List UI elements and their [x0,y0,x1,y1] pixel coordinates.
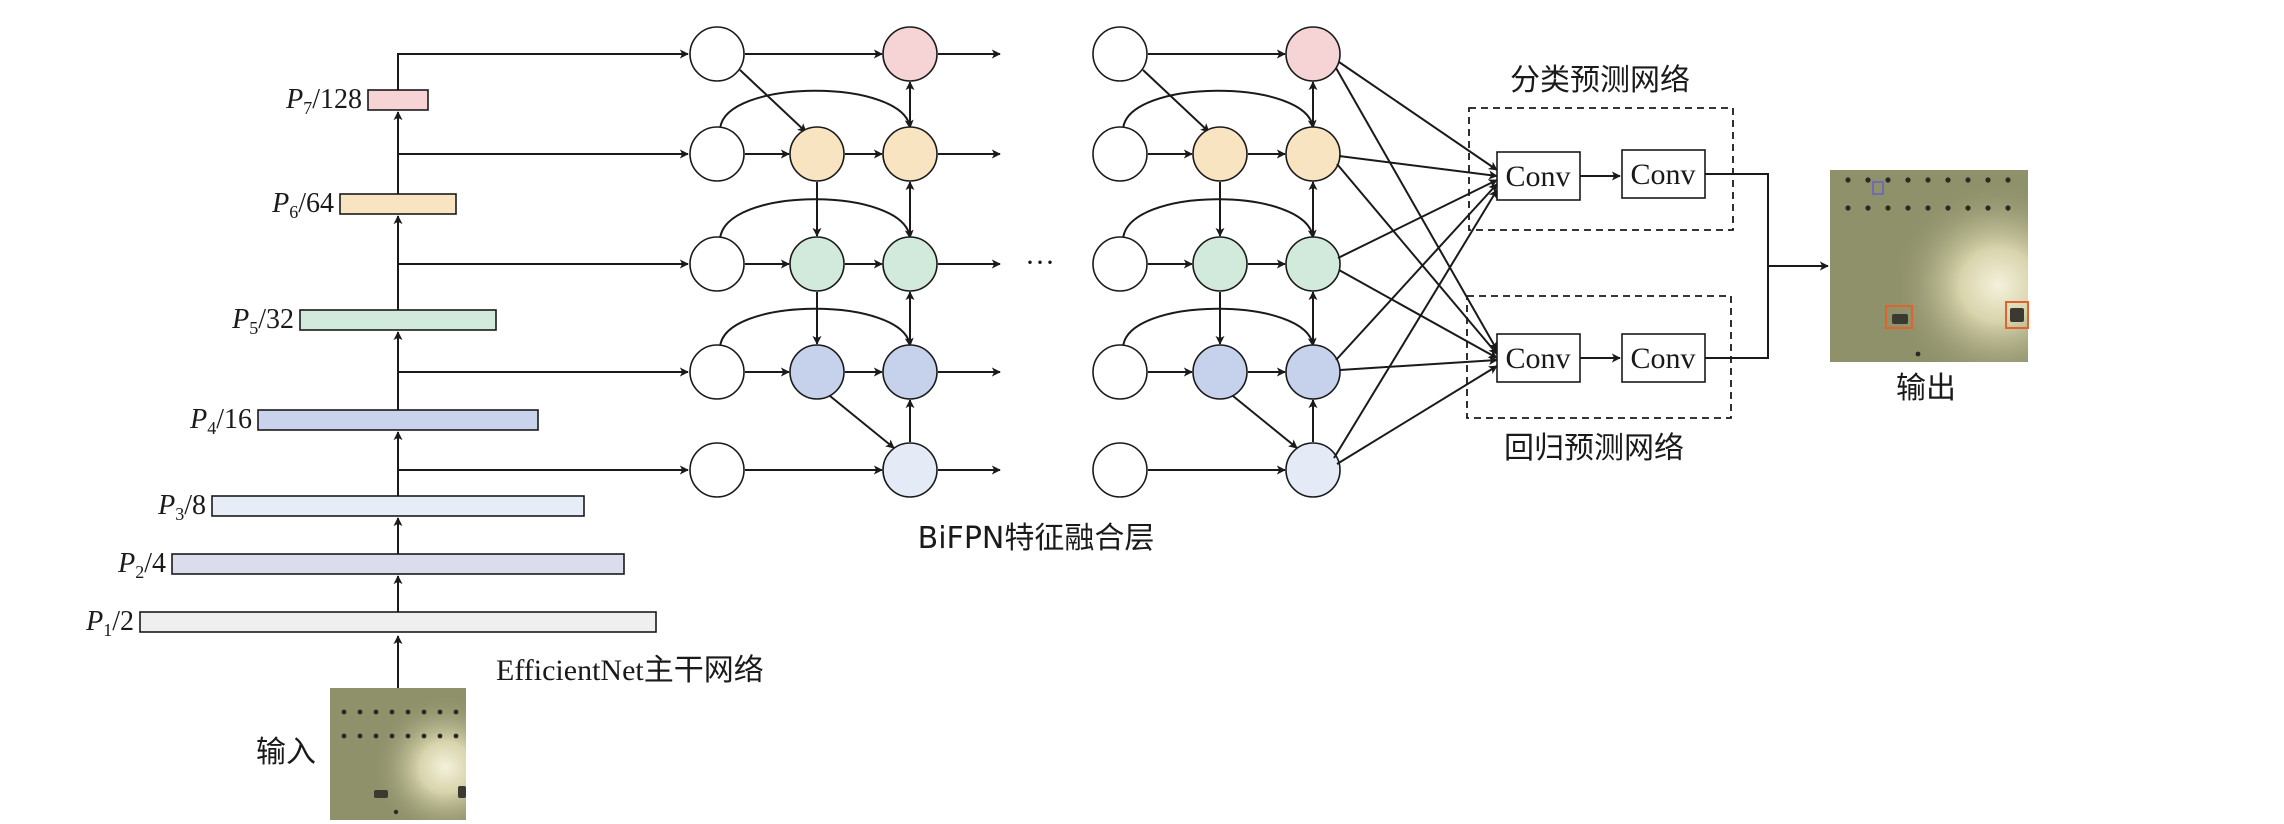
cls-to-merge [1705,173,1769,266]
trunk-to-p7-route [397,49,689,90]
reg-head-title: 回归预测网络 [1504,431,1684,466]
fan-p7-cls [1338,61,1498,171]
p6-bar [339,193,457,215]
cls-conv-1-label: Conv [1505,160,1570,193]
fan-p6-reg [1336,163,1498,355]
p2-bar [171,553,625,575]
p6-label: P6/64 [271,188,334,222]
fan-p5-reg [1338,269,1498,359]
p5-bar [299,309,497,331]
classification-head: 分类预测网络 Conv Conv [1468,63,1734,231]
b1-output-node-p6 [882,126,938,182]
b2-mid-node-p5 [1192,236,1248,292]
cls-head-title: 分类预测网络 [1510,63,1690,98]
cls-conv-2-label: Conv [1630,158,1695,191]
b2-input-node-p4 [1092,344,1148,400]
regression-head: 回归预测网络 Conv Conv [1466,295,1732,466]
p7-bar [367,89,429,111]
b2-input-node-p7 [1092,26,1148,82]
fan-p3-cls [1333,189,1498,459]
input-board-dots [341,709,466,815]
b2-output-node-p6 [1285,126,1341,182]
reg-to-merge [1705,266,1769,359]
b1-topdown-7-6 [739,69,807,133]
b2-input-node-p5 [1092,236,1148,292]
b1-p4-skip-arc [719,307,914,349]
cls-conv-1 [1496,151,1581,201]
b1-topdown-4-3 [829,395,895,449]
b2-output-node-p5 [1285,236,1341,292]
p2-label: P2/4 [117,548,166,582]
reg-conv-2 [1621,333,1706,383]
bifpn-title: BiFPN特征融合层 [918,521,1155,556]
b1-output-node-p4 [882,344,938,400]
reg-conv-1-label: Conv [1505,342,1570,375]
p3-bar [211,495,585,517]
b1-mid-node-p4 [789,344,845,400]
b1-input-node-p3 [689,442,745,498]
backbone: P1/2 P2/4 P3/8 P4/16 P5/32 P6/64 P7/128 … [85,49,764,688]
b1-output-node-p7 [882,26,938,82]
cls-head-frame [1468,107,1734,231]
b2-p5-skip-arc [1122,198,1317,241]
b2-input-node-p6 [1092,126,1148,182]
p7-label: P7/128 [285,84,362,118]
output-label: 输出 [1896,371,1956,406]
b1-p5-skip-arc [719,198,914,241]
fan-p4-reg [1339,356,1498,371]
fan-p3-reg [1336,365,1498,465]
b1-output-node-p3 [882,442,938,498]
b2-mid-node-p6 [1192,126,1248,182]
b2-mid-node-p4 [1192,344,1248,400]
b2-topdown-7-6 [1142,69,1210,133]
b1-input-node-p7 [689,26,745,82]
b2-p6-skip-arc [1122,89,1317,131]
backbone-title: EfficientNet主干网络 [496,654,764,687]
b2-p4-skip-arc [1122,307,1317,349]
detection-box-defect-1 [1885,305,1913,329]
output-image: 输出 [1830,170,2029,406]
input-image: 输入 [256,688,466,820]
fan-p4-cls [1335,183,1498,361]
b1-input-node-p6 [689,126,745,182]
p3-label: P3/8 [157,490,206,524]
bifpn-block-1 [689,26,1001,498]
detection-box-defect-2 [2005,301,2029,329]
fan-p5-cls [1337,179,1498,259]
reg-conv-2-label: Conv [1630,342,1695,375]
p4-bar [257,409,539,431]
b1-input-node-p5 [689,236,745,292]
b2-input-node-p3 [1092,442,1148,498]
b1-input-node-p4 [689,344,745,400]
head-connections [1333,61,1498,465]
input-label: 输入 [256,735,316,770]
b2-output-node-p7 [1285,26,1341,82]
b1-output-node-p5 [882,236,938,292]
b1-mid-node-p6 [789,126,845,182]
fan-p6-cls [1338,155,1498,180]
fan-p7-reg [1335,67,1498,351]
p5-label: P5/32 [231,304,294,338]
b2-output-node-p4 [1285,344,1341,400]
b1-mid-node-p5 [789,236,845,292]
b2-topdown-4-3 [1232,395,1298,449]
merge-to-output [1705,173,1829,359]
cls-conv-2 [1621,149,1706,199]
detection-box-small [1872,181,1884,195]
output-board-dots [1845,177,2024,357]
bifpn-ellipsis: ··· [1025,246,1055,279]
p1-bar [139,611,657,633]
p4-label: P4/16 [189,404,252,438]
bifpn-block-2 [1092,26,1341,498]
b2-output-node-p3 [1285,442,1341,498]
p1-label: P1/2 [85,606,134,640]
b1-p6-skip-arc [719,89,914,131]
backbone-taps [398,149,689,475]
